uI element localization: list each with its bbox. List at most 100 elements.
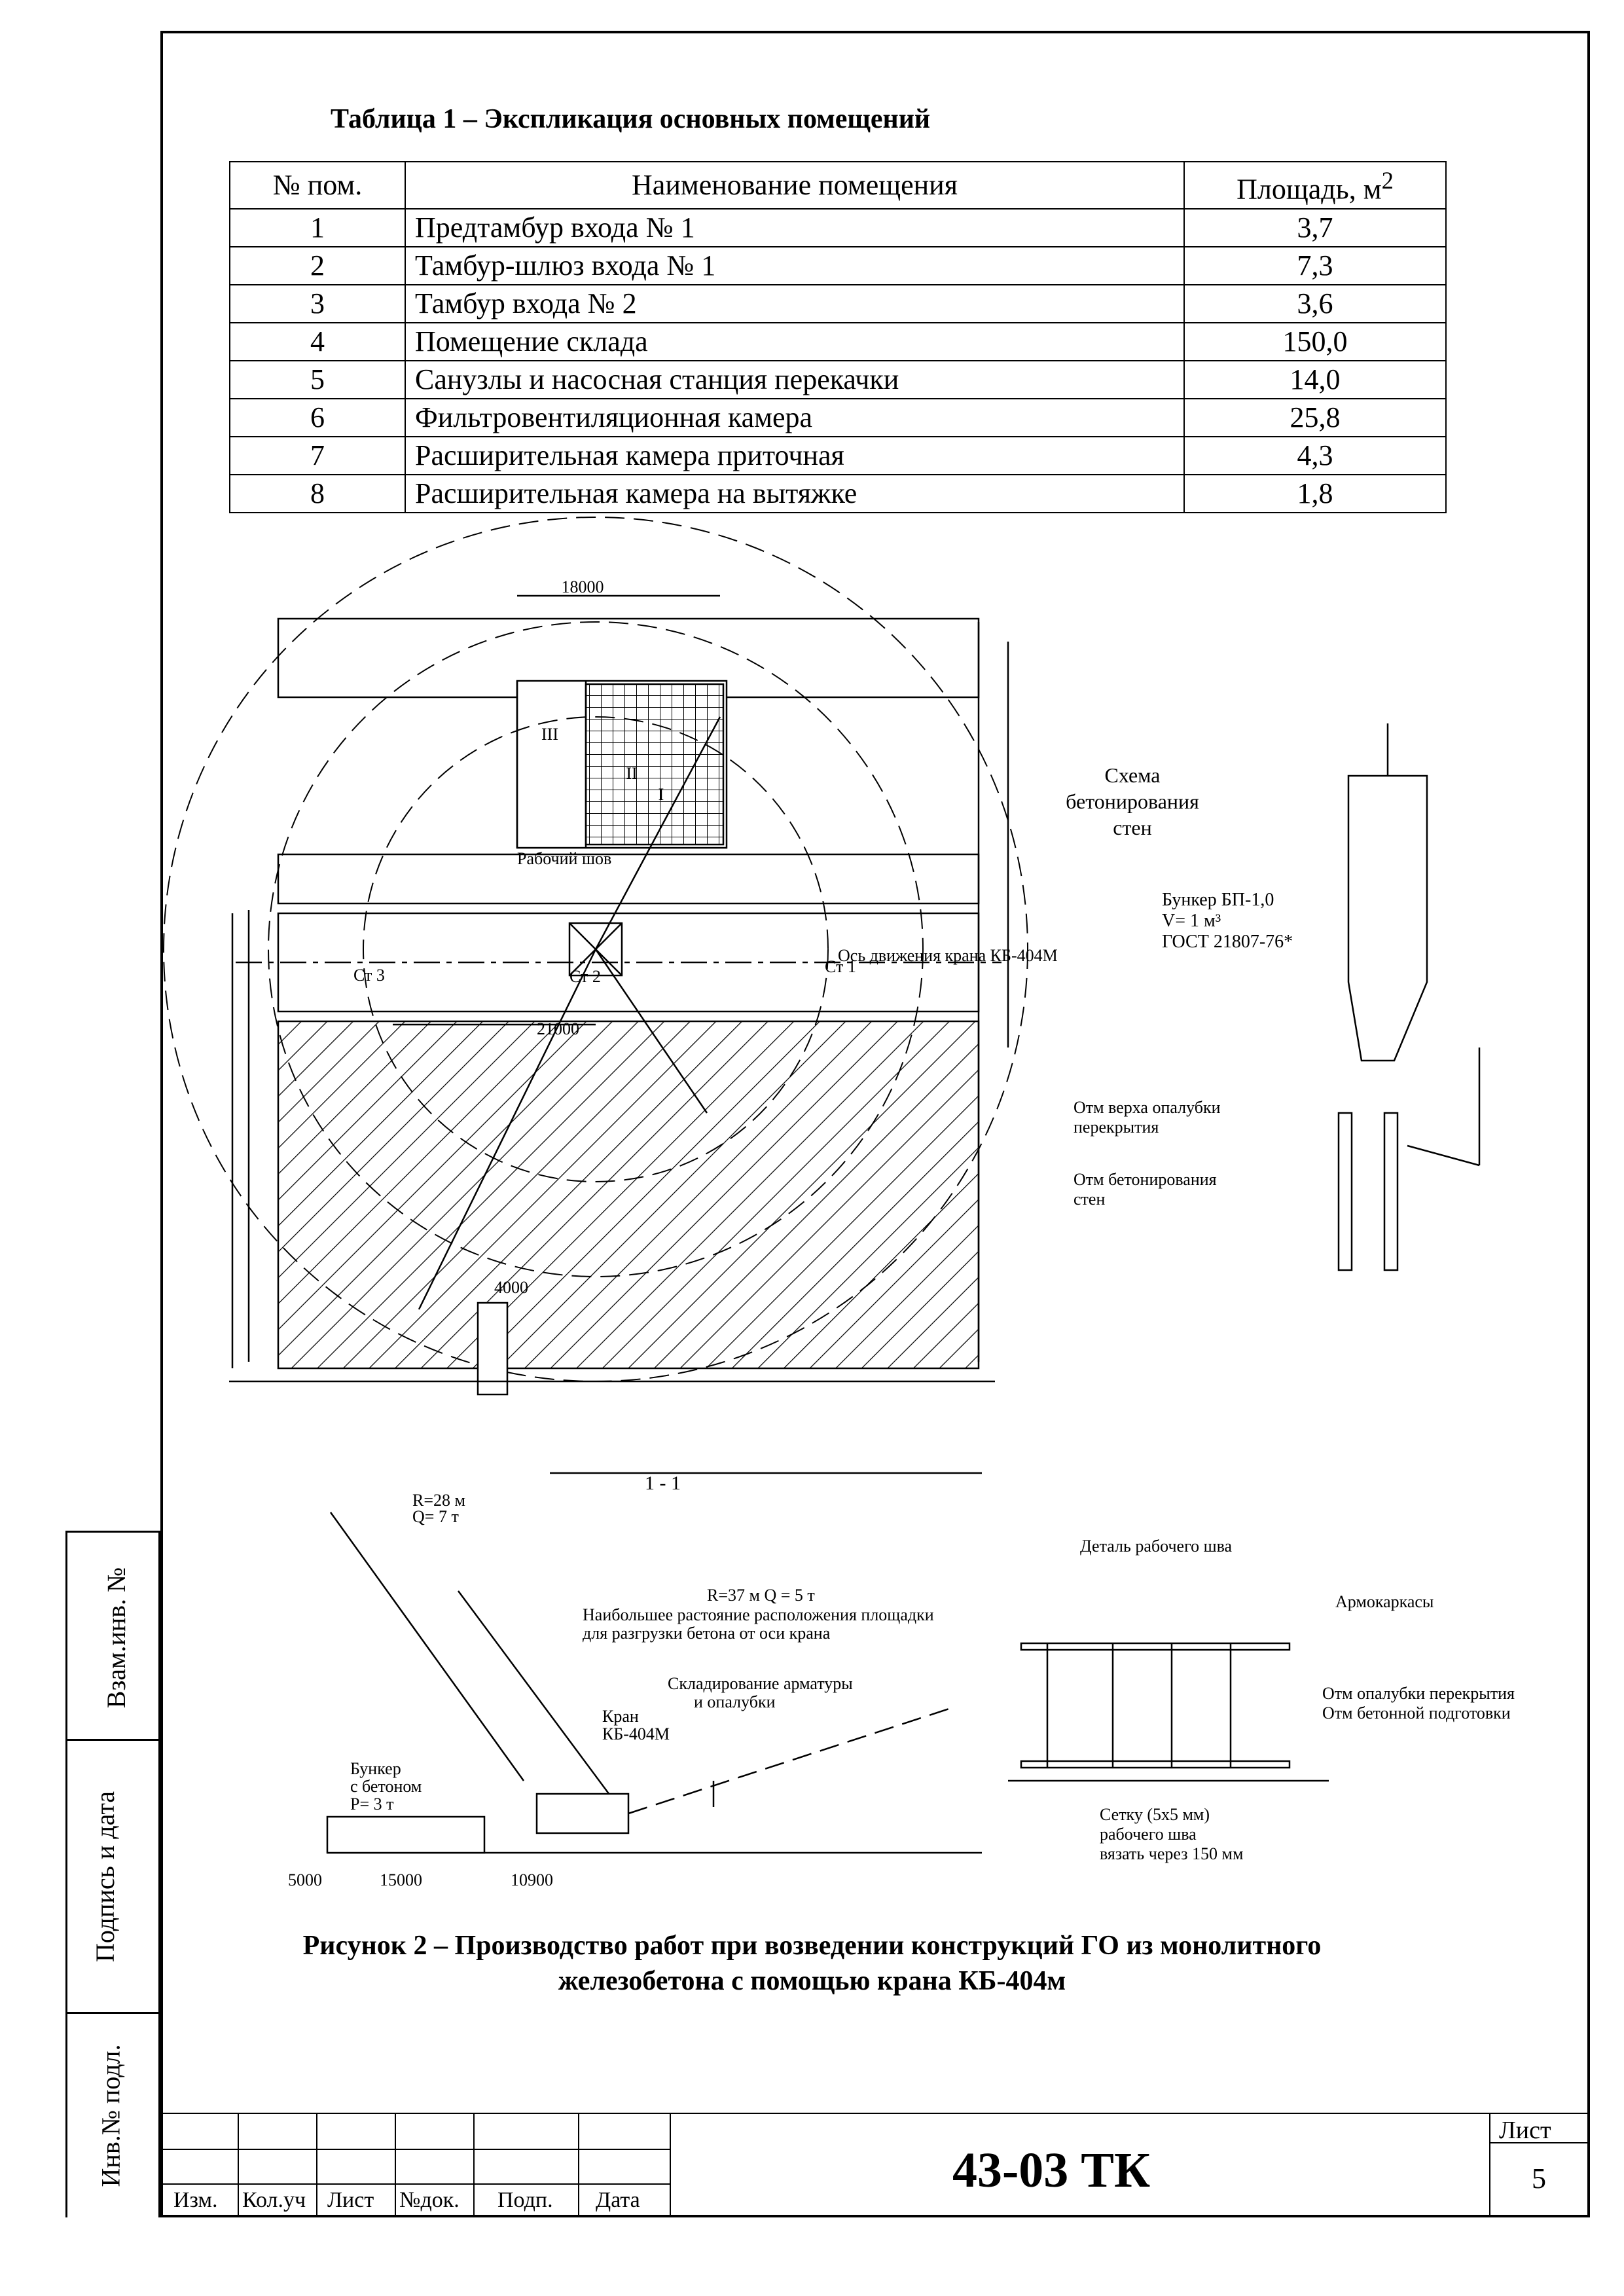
table-title: Таблица 1 – Экспликация основных помещен…: [331, 104, 931, 134]
room-number: 1: [229, 208, 406, 247]
header-num: № пом.: [229, 161, 406, 210]
explication-table: № пом. Наименование помещения Площадь, м…: [229, 161, 1447, 513]
room-area: 3,7: [1183, 208, 1447, 247]
concrete-level-2: стен: [1074, 1190, 1105, 1209]
detail-formwork: Отм опалубки перекрытия: [1322, 1684, 1515, 1703]
detail-mesh-1: Сетку (5х5 мм): [1100, 1805, 1210, 1824]
room-name: Расширительная камера на вытяжке: [405, 473, 1185, 513]
side-label-replace: Взам.инв. №: [101, 1567, 132, 1709]
dim-4000: 4000: [494, 1278, 528, 1297]
dim-21000: 21000: [537, 1019, 579, 1038]
room-area: 150,0: [1183, 321, 1447, 361]
section-bunker-2: с бетоном: [350, 1777, 422, 1796]
room-number: 3: [229, 283, 406, 323]
page-frame: [160, 31, 1590, 2217]
section-bunker-3: P= 3 т: [350, 1795, 394, 1813]
section-r1: R=28 м: [412, 1491, 465, 1510]
dim-5000b: 5000: [288, 1870, 322, 1889]
stamp-col-kolvo: Кол.уч: [242, 2188, 306, 2212]
stamp-col-sign: Подп.: [497, 2188, 553, 2212]
section-far-1: Наибольшее растояние расположения площад…: [583, 1605, 934, 1624]
bunker-label-3: ГОСТ 21807-76*: [1162, 932, 1293, 952]
bunker-label-1: Бункер БП-1,0: [1162, 890, 1274, 910]
stamp-col-list: Лист: [327, 2188, 374, 2212]
room-name: Расширительная камера приточная: [405, 435, 1185, 475]
document-code: 43-03 ТК: [952, 2143, 1151, 2198]
zone-ii: II: [626, 764, 637, 783]
detail-armo: Армокаркасы: [1335, 1592, 1434, 1611]
room-area: 7,3: [1183, 246, 1447, 285]
room-area: 1,8: [1183, 473, 1447, 513]
side-label-inventory: Инв.№ подл.: [96, 2044, 126, 2187]
side-stamp: Взам.инв. № Подпись и дата Инв.№ подл.: [65, 1531, 160, 2217]
detail-mesh-3: вязать через 150 мм: [1100, 1844, 1243, 1863]
dim-15000-sec: 15000: [380, 1870, 422, 1889]
sheet-label: Лист: [1499, 2117, 1551, 2144]
joint-label: Рабочий шов: [517, 849, 611, 868]
room-name: Предтамбур входа № 1: [405, 208, 1185, 247]
side-divider-2: [65, 2012, 160, 2014]
section-r2: R=37 м Q = 5 т: [707, 1586, 815, 1605]
detail-mesh-2: рабочего шва: [1100, 1825, 1197, 1844]
wall-scheme-title-2: бетонирования: [1066, 790, 1199, 813]
side-divider-1: [65, 1739, 160, 1741]
table-header-row: № пом. Наименование помещения Площадь, м…: [229, 161, 1447, 210]
room-area: 4,3: [1183, 435, 1447, 475]
header-name: Наименование помещения: [405, 161, 1185, 210]
section-far-2: для разгрузки бетона от оси крана: [583, 1624, 831, 1643]
side-label-signature: Подпись и дата: [90, 1791, 120, 1963]
st1-label: Ст 1: [825, 957, 856, 976]
concrete-level-1: Отм бетонирования: [1074, 1170, 1217, 1189]
section-q1: Q= 7 т: [412, 1507, 459, 1526]
zone-iii: III: [541, 725, 558, 744]
section-crane-2: КБ-404М: [602, 1724, 670, 1743]
figure-caption-2: железобетона с помощью крана КБ-404м: [558, 1966, 1066, 1996]
stamp-col-date: Дата: [596, 2188, 640, 2212]
bunker-label-2: V= 1 м³: [1162, 911, 1221, 931]
room-area: 14,0: [1183, 359, 1447, 399]
detail-title: Деталь рабочего шва: [1080, 1537, 1233, 1556]
top-formwork-2: перекрытия: [1074, 1118, 1159, 1137]
room-area: 25,8: [1183, 397, 1447, 437]
room-area: 3,6: [1183, 283, 1447, 323]
sheet-number: 5: [1532, 2162, 1546, 2195]
stamp-col-doc: №док.: [399, 2188, 460, 2212]
st3-label: Ст 3: [353, 966, 385, 985]
room-name: Тамбур-шлюз входа № 1: [405, 246, 1185, 285]
section-storage-1: Складирование арматуры: [668, 1674, 853, 1693]
section-title: 1 - 1: [645, 1472, 681, 1494]
room-number: 2: [229, 246, 406, 285]
room-number: 4: [229, 321, 406, 361]
room-name: Помещение склада: [405, 321, 1185, 361]
section-storage-2: и опалубки: [694, 1692, 776, 1711]
crane-axis-label: Ось движения крана КБ-404М: [838, 946, 1058, 965]
room-number: 7: [229, 435, 406, 475]
room-number: 5: [229, 359, 406, 399]
figure-caption-1: Рисунок 2 – Производство работ при возве…: [302, 1931, 1322, 1961]
title-block: Изм. Кол.уч Лист №док. Подп. Дата 43-03 …: [160, 2113, 1590, 2217]
section-bunker-1: Бункер: [350, 1759, 401, 1778]
zone-i: I: [659, 785, 664, 804]
st2-label: Ст 2: [569, 967, 601, 986]
room-number: 8: [229, 473, 406, 513]
room-number: 6: [229, 397, 406, 437]
top-formwork-1: Отм верха опалубки: [1074, 1098, 1221, 1117]
detail-prep: Отм бетонной подготовки: [1322, 1704, 1511, 1722]
section-crane-1: Кран: [602, 1707, 639, 1726]
side-column: [65, 1531, 160, 2217]
dim-18000: 18000: [562, 577, 604, 596]
header-area: Площадь, м2: [1183, 161, 1447, 210]
stamp-col-izm: Изм.: [173, 2188, 218, 2212]
dim-10900: 10900: [511, 1870, 553, 1889]
wall-scheme-title-1: Схема: [1105, 763, 1161, 787]
wall-scheme-title-3: стен: [1113, 816, 1152, 839]
